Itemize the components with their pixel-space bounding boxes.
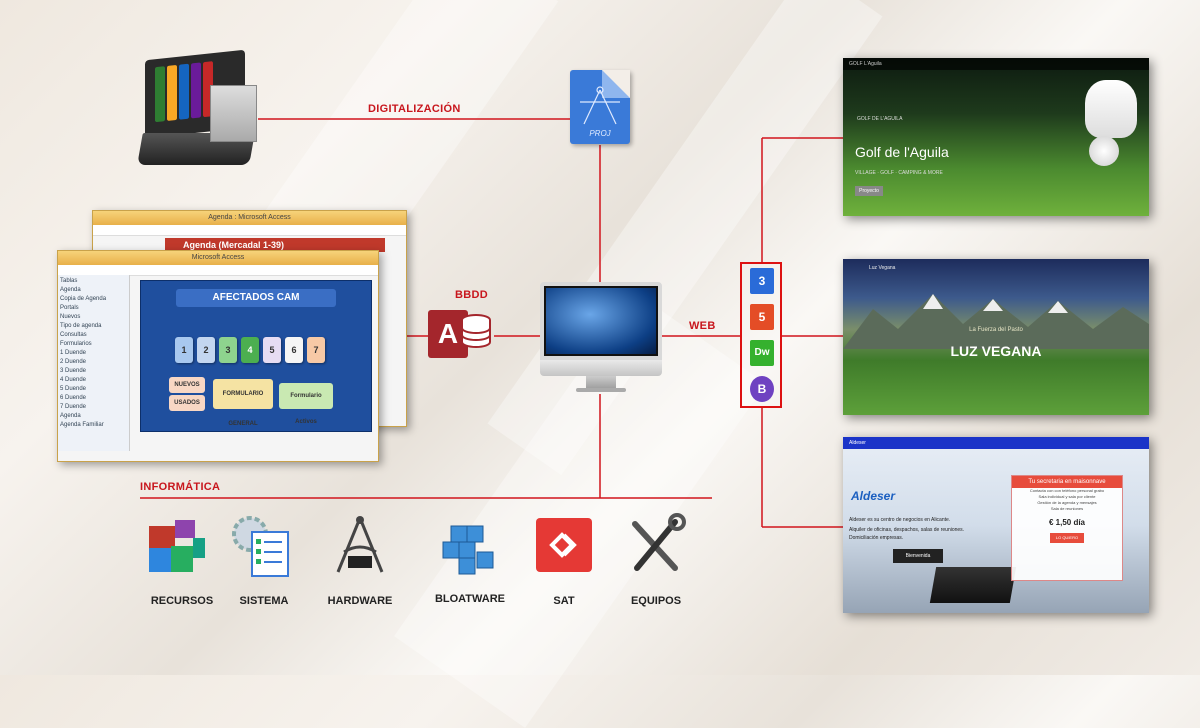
form-number-button[interactable]: 3 xyxy=(219,337,237,363)
aldeser-intro-3: Domiciliación empresas. xyxy=(849,535,904,541)
offer-card: Tu secretaria en maisonnave Contacta con… xyxy=(1011,475,1123,581)
sistema-icon xyxy=(232,516,289,577)
database-icon xyxy=(461,314,491,348)
hardware-label: HARDWARE xyxy=(327,595,393,607)
nav-item[interactable]: Tipo de agenda xyxy=(60,323,102,329)
nav-item[interactable]: 6 Duende xyxy=(60,395,87,401)
hardware-icon xyxy=(336,516,384,573)
navigation-pane: Tablas Agenda Copia de Agenda Portals Nu… xyxy=(58,275,130,451)
nav-item[interactable]: Copia de Agenda xyxy=(60,296,107,302)
imac-foot xyxy=(576,388,626,392)
form-number-button[interactable]: 2 xyxy=(197,337,215,363)
sat-label: SAT xyxy=(553,595,575,607)
bloatware-icon xyxy=(442,525,494,575)
mountain-range xyxy=(843,294,1149,349)
aldeser-website-screenshot[interactable]: Aldeser Aldeser Aldeser es su centro de … xyxy=(843,437,1149,613)
nav-item[interactable]: Agenda xyxy=(60,413,81,419)
form-number-button[interactable]: 5 xyxy=(263,337,281,363)
card-line: Sala de reuniones xyxy=(1050,506,1084,511)
nav-item[interactable]: 5 Duende xyxy=(60,386,87,392)
nuevos-button[interactable]: NUEVOS xyxy=(169,377,205,393)
card-line: Sala individual y sala por cliente xyxy=(1038,494,1096,499)
golf-glove xyxy=(1085,80,1137,138)
golf-button[interactable]: Proyecto xyxy=(855,186,883,196)
nav-item[interactable]: 2 Duende xyxy=(60,359,87,365)
imac-chin xyxy=(540,360,662,376)
nav-item[interactable]: 1 Duende xyxy=(60,350,87,356)
window-title: Agenda : Microsoft Access xyxy=(93,211,406,225)
card-line: Contacta con con teléfono personal grabo xyxy=(1029,488,1105,493)
dreamweaver-icon: Dw xyxy=(750,340,774,366)
form-number-button[interactable]: 7 xyxy=(307,337,325,363)
nav-item[interactable]: Formularios xyxy=(60,341,92,347)
nav-item[interactable]: 7 Duende xyxy=(60,404,87,410)
proj-file-icon: PROJ xyxy=(570,70,630,144)
card-price: € 1,50 día xyxy=(1048,518,1086,527)
nav-item[interactable]: Portals xyxy=(60,305,79,311)
golf-website-screenshot[interactable]: GOLF L'Aguila GOLF DE L'AGUILA Golf de l… xyxy=(843,58,1149,216)
web-tech-stack: 3 5 Dw B xyxy=(740,262,782,408)
nav-item[interactable]: 4 Duende xyxy=(60,377,87,383)
web-label: WEB xyxy=(689,320,716,332)
bloatware-label: BLOATWARE xyxy=(434,593,506,605)
nav-item[interactable]: Agenda xyxy=(60,287,81,293)
site-navbar: Aldeser xyxy=(843,437,1149,449)
form-number-button[interactable]: 6 xyxy=(285,337,303,363)
form-number-button[interactable]: 1 xyxy=(175,337,193,363)
agenda-heading: Agenda (Mercadal 1-39) xyxy=(165,238,385,252)
golf-subtitle: VILLAGE · GOLF · CAMPING & MORE xyxy=(855,170,943,176)
recursos-label: RECURSOS xyxy=(150,595,214,607)
window-title: Microsoft Access xyxy=(58,251,378,265)
proj-file-label: PROJ xyxy=(589,129,611,138)
site-navbar: GOLF L'Aguila xyxy=(843,58,1149,70)
access-form: AFECTADOS CAM 1 2 3 4 5 6 7 NUEVOS USADO… xyxy=(140,280,372,432)
bienvenida-button[interactable]: Bienvenida xyxy=(893,549,943,563)
luz-vegana-website-screenshot[interactable]: Luz Vegana La Fuerza del Pasto LUZ VEGAN… xyxy=(843,259,1149,415)
nav-item[interactable]: 3 Duende xyxy=(60,368,87,374)
connector-lines xyxy=(140,118,843,528)
card-header: Tu secretaria en maisonnave xyxy=(1012,476,1122,488)
equipos-label: EQUIPOS xyxy=(630,595,682,607)
nav-item[interactable]: Tablas xyxy=(60,278,78,284)
ribbon xyxy=(58,265,378,276)
ms-access-icon: A xyxy=(428,310,468,358)
laptop-archive-icon xyxy=(135,49,257,175)
informatica-label: INFORMÁTICA xyxy=(140,481,221,493)
form-title: AFECTADOS CAM xyxy=(176,289,336,307)
nav-item[interactable]: Agenda Familiar xyxy=(60,422,104,428)
vegan-subtitle: La Fuerza del Pasto xyxy=(969,327,1023,333)
nav-item[interactable]: Nuevos xyxy=(60,314,81,320)
aldeser-intro: Aldeser es su centro de negocios en Alic… xyxy=(849,517,951,523)
laptop-image xyxy=(929,567,1017,603)
imac-computer-icon xyxy=(540,282,662,394)
recursos-icon xyxy=(149,520,205,572)
card-line: Gestión de la agenda y mensajes xyxy=(1037,500,1097,505)
vegan-brand: Luz Vegana xyxy=(869,265,896,271)
sat-icon xyxy=(536,518,592,572)
digitalizacion-label: DIGITALIZACIÓN xyxy=(368,103,461,115)
imac-stand xyxy=(586,376,616,390)
aldeser-intro-2: Alquiler de oficinas, despachos, salas d… xyxy=(849,527,965,533)
usados-button[interactable]: USADOS xyxy=(169,395,205,411)
formulario-activos-button[interactable]: Formulario Activos xyxy=(279,383,333,425)
golf-title: Golf de l'Aguila xyxy=(855,144,949,160)
html5-icon: 5 xyxy=(750,304,774,330)
imac-screen xyxy=(540,282,662,360)
aldeser-logo: Aldeser xyxy=(851,489,896,503)
bootstrap-icon: B xyxy=(750,376,774,402)
formulario-general-button[interactable]: FORMULARIO GENERAL xyxy=(213,379,273,427)
file-cabinet-icon xyxy=(210,85,257,142)
nav-item[interactable]: Consultas xyxy=(60,332,87,338)
golf-brand: GOLF DE L'AGUILA xyxy=(857,116,903,122)
sistema-label: SISTEMA xyxy=(239,595,289,607)
bbdd-label: BBDD xyxy=(455,289,488,301)
equipos-icon xyxy=(632,513,686,571)
card-cta-button[interactable]: LO QUIERO xyxy=(1050,533,1084,543)
css3-icon: 3 xyxy=(750,268,774,294)
golf-ball xyxy=(1089,136,1119,166)
form-number-button[interactable]: 4 xyxy=(241,337,259,363)
ribbon xyxy=(93,225,406,236)
vegan-title: LUZ VEGANA xyxy=(950,343,1042,359)
